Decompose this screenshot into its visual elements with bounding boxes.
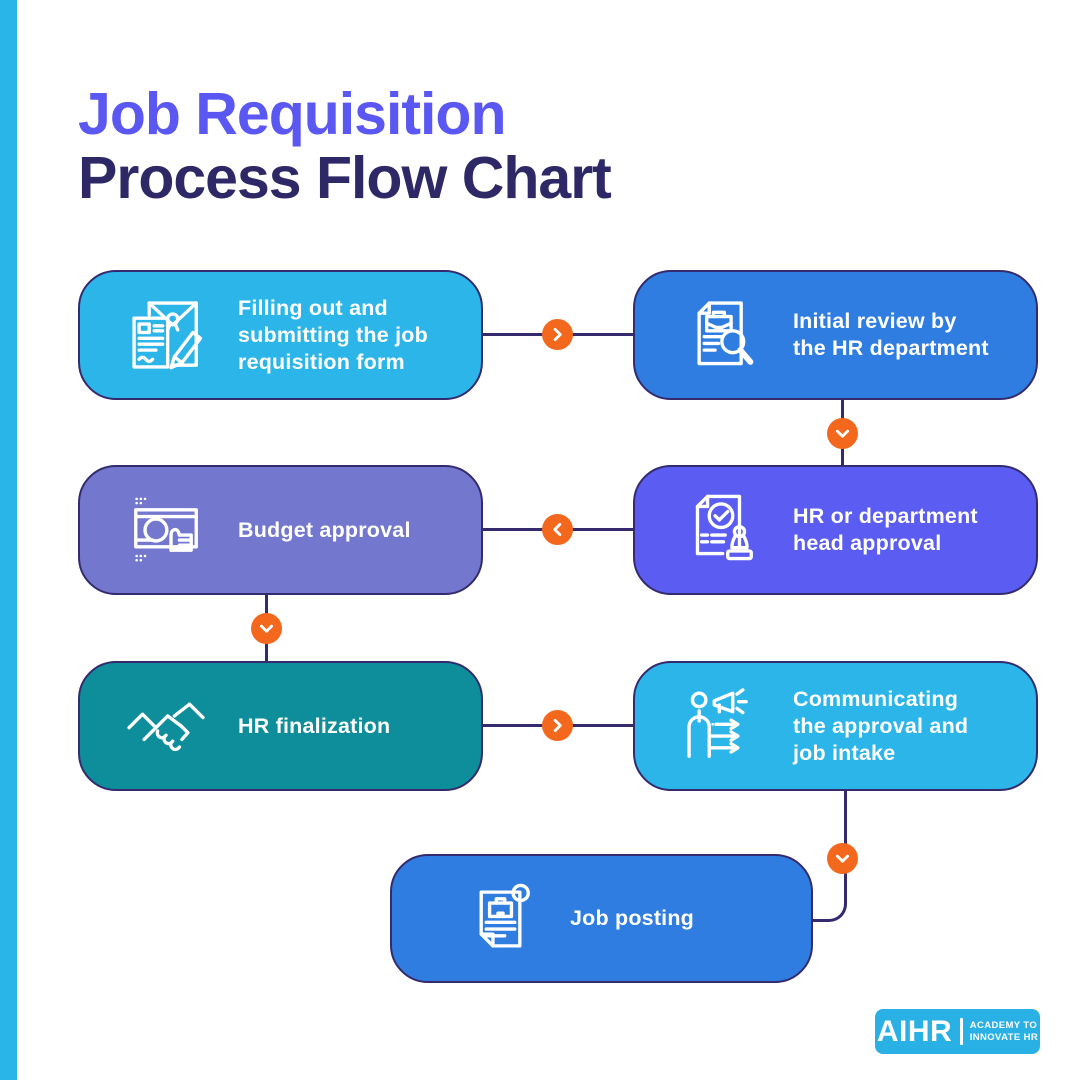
budget-money-icon — [124, 488, 208, 572]
step-box-hr-finalization: HR finalization — [78, 661, 483, 791]
aihr-logo-wordmark: AIHR — [876, 1014, 953, 1048]
step-label: HR finalization — [238, 713, 391, 738]
document-review-icon — [679, 293, 763, 377]
page-title: Job Requisition Process Flow Chart — [78, 81, 612, 211]
arrow-left-icon — [542, 514, 573, 545]
step-label: Job posting — [570, 906, 695, 930]
job-posting-icon — [456, 877, 540, 961]
handshake-icon — [124, 684, 208, 768]
step-label: Budget approval — [238, 517, 411, 542]
step-box-head-approval: HR or department head approval — [633, 465, 1038, 595]
step-label: Communicating the approval and job intak… — [793, 686, 969, 765]
logo-tagline-line1: ACADEMY TO — [969, 1020, 1038, 1031]
step-box-filling-form: Filling out and submitting the job requi… — [78, 270, 483, 400]
arrow-down-icon — [827, 843, 858, 874]
step-label: HR or department head approval — [793, 504, 978, 555]
megaphone-communication-icon — [679, 684, 763, 768]
page-title-line2: Process Flow Chart — [78, 145, 612, 211]
step-box-initial-review: Initial review by the HR department — [633, 270, 1038, 400]
aihr-logo: AIHR ACADEMY TO INNOVATE HR — [875, 1009, 1040, 1054]
logo-tagline-line2: INNOVATE HR — [969, 1031, 1039, 1043]
step-box-job-posting: Job posting — [390, 854, 813, 983]
page-title-line1: Job Requisition — [78, 81, 506, 147]
step-box-communicating: Communicating the approval and job intak… — [633, 661, 1038, 791]
step-label: Initial review by the HR department — [793, 309, 989, 360]
approval-stamp-icon — [679, 488, 763, 572]
arrow-down-icon — [251, 613, 282, 644]
step-box-budget-approval: Budget approval — [78, 465, 483, 595]
step-label: Filling out and submitting the job requi… — [238, 295, 428, 374]
left-accent-stripe — [0, 0, 17, 1080]
arrow-right-icon — [542, 319, 573, 350]
arrow-down-icon — [827, 418, 858, 449]
arrow-right-icon — [542, 710, 573, 741]
logo-divider — [960, 1018, 963, 1045]
form-submission-icon — [124, 293, 208, 377]
logo-tagline: ACADEMY TO INNOVATE HR — [970, 1020, 1038, 1043]
